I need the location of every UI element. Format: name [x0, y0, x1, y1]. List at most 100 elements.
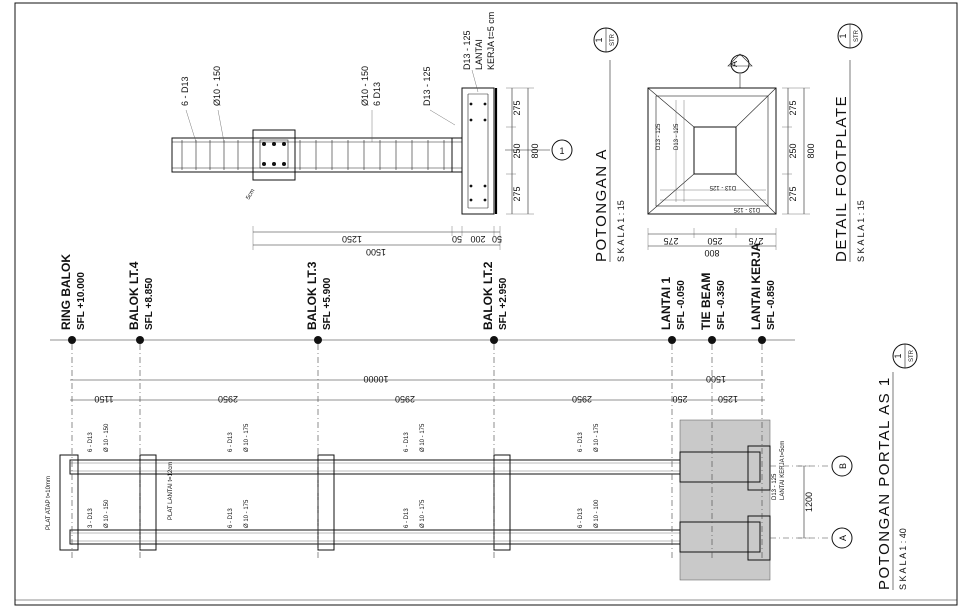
soil-hatch [679, 419, 771, 581]
label-foot-bars-a: D13 - 125 [422, 66, 432, 106]
sheet-border [14, 2, 958, 606]
dim-right-total: 800 [530, 143, 540, 158]
tie-beam-outline [171, 137, 463, 173]
portal-roof-note: PLAT ATAP t=10mm [46, 476, 52, 530]
level-title: LANTAI 1 [659, 277, 673, 330]
portal-foot-note-b: LANTAI KERJA t=5cm [780, 441, 786, 500]
dim-right-2: 275 [512, 186, 522, 201]
axis-label-b: B [838, 463, 848, 469]
level-sfl: SFL +5.900 [322, 277, 333, 330]
level-sfl: SFL +8.850 [144, 277, 155, 330]
portal-span-2: 2950 [395, 394, 415, 404]
beam-lt2 [493, 454, 511, 551]
fp-dim-right-0: 275 [788, 100, 798, 115]
title-block-footplate: DETAIL FOOTPLATE S K A L A 1 : 15 1 STR [833, 23, 866, 262]
level-marker-dot [314, 336, 322, 344]
scale-potongan-a: S K A L A 1 : 15 [616, 200, 626, 262]
portal-slab-note: PLAT LANTAI t=12cm [168, 462, 174, 520]
svg-text:1: 1 [594, 37, 604, 42]
portal-dim-total: 10000 [363, 374, 388, 384]
dim-bottom-total: 1500 [366, 247, 386, 257]
portal-label-bot-c3: Ø 10 - 100 [594, 499, 600, 528]
portal-label-bot-a4: 6 - D13 [578, 508, 584, 528]
dim-right-0: 275 [512, 100, 522, 115]
dim-right-1: 250 [512, 143, 522, 158]
portal-dim-below: 1500 [706, 374, 726, 384]
level-marker-dot [490, 336, 498, 344]
label-col-bars: 6 D13 [372, 82, 382, 106]
portal-label-top-a3: 6 - D13 [404, 432, 410, 452]
label-main-bars: 6 - D13 [180, 76, 190, 106]
portal-label-top-a4: 6 - D13 [578, 432, 584, 452]
footplate-axis-text: A [729, 61, 739, 67]
footplate-axis-bubble [730, 54, 750, 74]
fp-dim-bottom-2: 275 [748, 236, 763, 246]
portal-below-span-1: 1250 [718, 394, 738, 404]
footplate-outline [647, 87, 777, 215]
level-title: TIE BEAM [699, 273, 713, 330]
svg-text:1: 1 [893, 353, 903, 358]
section-a-drawing: 1 6 - D13 Ø10 - 150 Ø10 - 150 6 D13 D13 … [171, 12, 573, 257]
portal-label-bot-a2: 6 - D13 [228, 508, 234, 528]
portal-label-bot-c2: Ø 10 - 175 [420, 499, 426, 528]
portal-below-span-0: 250 [672, 394, 687, 404]
level-title: LANTAI KERJA [749, 243, 763, 330]
level-sfl: SFL +10.000 [76, 272, 87, 330]
beam-lt3 [317, 454, 335, 551]
label-lantai: LANTAI [474, 39, 484, 70]
title-block-portal: POTONGAN PORTAL AS 1 S K A L A 1 : 40 1 … [876, 343, 918, 590]
level-sfl: SFL -0.050 [676, 280, 687, 330]
footplate-rebar-dots [469, 102, 487, 202]
portal-foot-note-a: D13 - 125 [772, 473, 778, 500]
axis-label-a: A [838, 535, 848, 541]
footplate-label-b: D13 - 125 [674, 123, 680, 150]
scale-footplate: S K A L A 1 : 15 [856, 200, 866, 262]
label-lantai-kerja: KERJA t=5 cm [486, 12, 496, 70]
portal-label-top-a: 6 - D13 [88, 432, 94, 452]
level-marker-dot [68, 336, 76, 344]
portal-label-top-a2: 6 - D13 [228, 432, 234, 452]
column-b [69, 459, 681, 475]
scale-portal: S K A L A 1 : 40 [898, 528, 908, 590]
column-a [69, 529, 681, 545]
portal-span-3: 2950 [572, 394, 592, 404]
level-title: BALOK LT.3 [305, 261, 319, 330]
label-stirrup-a: Ø10 - 150 [212, 66, 222, 106]
footing-a [679, 521, 761, 553]
footplate-column [693, 126, 737, 175]
level-sfl: SFL -0.850 [766, 280, 777, 330]
portal-span-1: 2950 [218, 394, 238, 404]
fp-dim-bottom-1: 250 [707, 236, 722, 246]
footplate-label-a: D13 - 125 [656, 123, 662, 150]
footplate-label-c: D13 - 125 [709, 184, 736, 190]
dim-bottom-3: 50 [492, 234, 502, 244]
column-section-box [252, 129, 296, 181]
level-title: RING BALOK [59, 254, 73, 330]
level-marker-dot [136, 336, 144, 344]
portal-label-bot-a3: 6 - D13 [404, 508, 410, 528]
dim-bottom-2: 200 [470, 234, 485, 244]
title-footplate: DETAIL FOOTPLATE [833, 95, 850, 262]
portal-label-top-c: Ø 10 - 175 [244, 423, 250, 452]
level-marker-dot [708, 336, 716, 344]
tie-beam-stirrups [181, 140, 445, 170]
portal-label-bot-a: 3 - D13 [88, 508, 94, 528]
portal-width-dim: 1200 [804, 492, 814, 512]
portal-span-0: 1150 [94, 394, 113, 404]
portal-label-top-b: Ø 10 - 150 [104, 423, 110, 452]
footing-b [679, 451, 761, 483]
level-marker-dot [758, 336, 766, 344]
svg-text:STR: STR [610, 33, 616, 46]
beam-ring [59, 454, 79, 551]
svg-text:1: 1 [838, 33, 848, 38]
fp-dim-bottom-0: 275 [663, 236, 678, 246]
title-potongan-a: POTONGAN A [593, 148, 610, 262]
label-foot-bars-b: D13 - 125 [462, 30, 472, 70]
dim-bottom-0: 1250 [342, 234, 362, 244]
level-sfl: SFL -0.350 [716, 280, 727, 330]
footplate-plan: D13 - 125 D13 - 125 D13 - 125 D13 - 125 … [647, 53, 816, 258]
beam-lt4 [139, 454, 157, 551]
level-sfl: SFL +2.950 [498, 277, 509, 330]
